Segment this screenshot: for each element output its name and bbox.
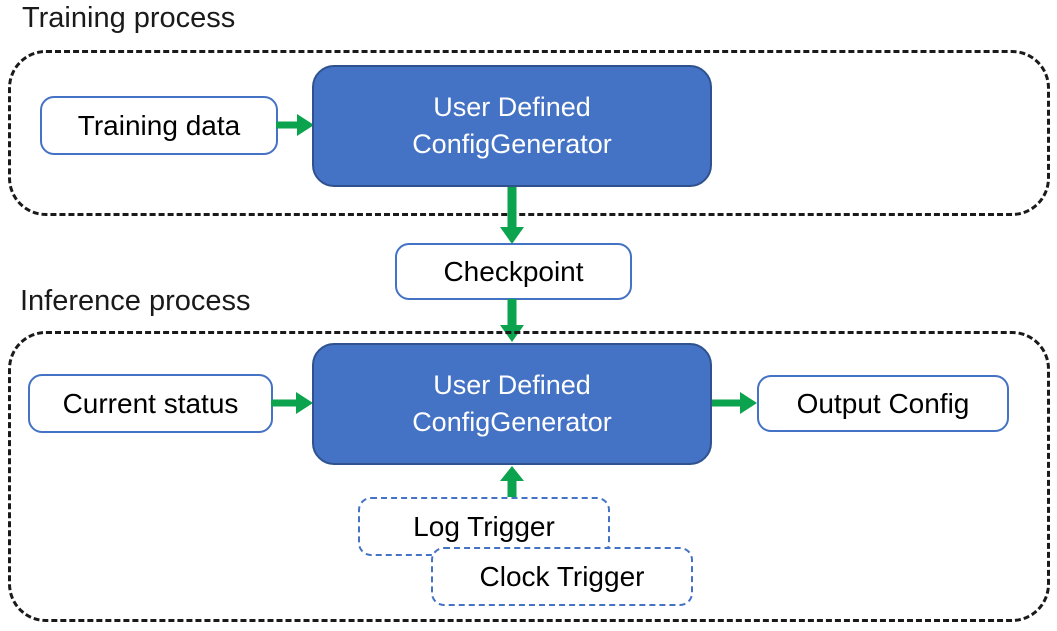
arrow-training-data-to-generator	[276, 114, 314, 136]
arrow-current-status-to-generator	[271, 392, 313, 414]
inference-config-generator-line2: ConfigGenerator	[412, 407, 612, 437]
checkpoint-box: Checkpoint	[395, 243, 632, 300]
training-config-generator-line2: ConfigGenerator	[412, 129, 612, 159]
arrow-generator-to-output-config	[712, 392, 757, 414]
log-trigger-box: Log Trigger	[358, 497, 610, 556]
inference-section-label: Inference process	[20, 285, 251, 317]
training-section-container	[8, 50, 1050, 216]
clock-trigger-box: Clock Trigger	[431, 547, 693, 606]
output-config-box: Output Config	[757, 375, 1009, 432]
training-data-box: Training data	[40, 96, 278, 155]
inference-config-generator-box: User Defined ConfigGenerator	[312, 343, 712, 465]
inference-config-generator-line1: User Defined	[433, 370, 591, 400]
current-status-box: Current status	[28, 374, 273, 433]
arrow-generator-to-checkpoint	[500, 187, 524, 244]
arrow-triggers-to-generator	[500, 466, 524, 497]
inference-section-container	[8, 331, 1050, 622]
training-section-label: Training process	[22, 2, 236, 34]
training-config-generator-line1: User Defined	[433, 92, 591, 122]
training-config-generator-box: User Defined ConfigGenerator	[312, 65, 712, 187]
